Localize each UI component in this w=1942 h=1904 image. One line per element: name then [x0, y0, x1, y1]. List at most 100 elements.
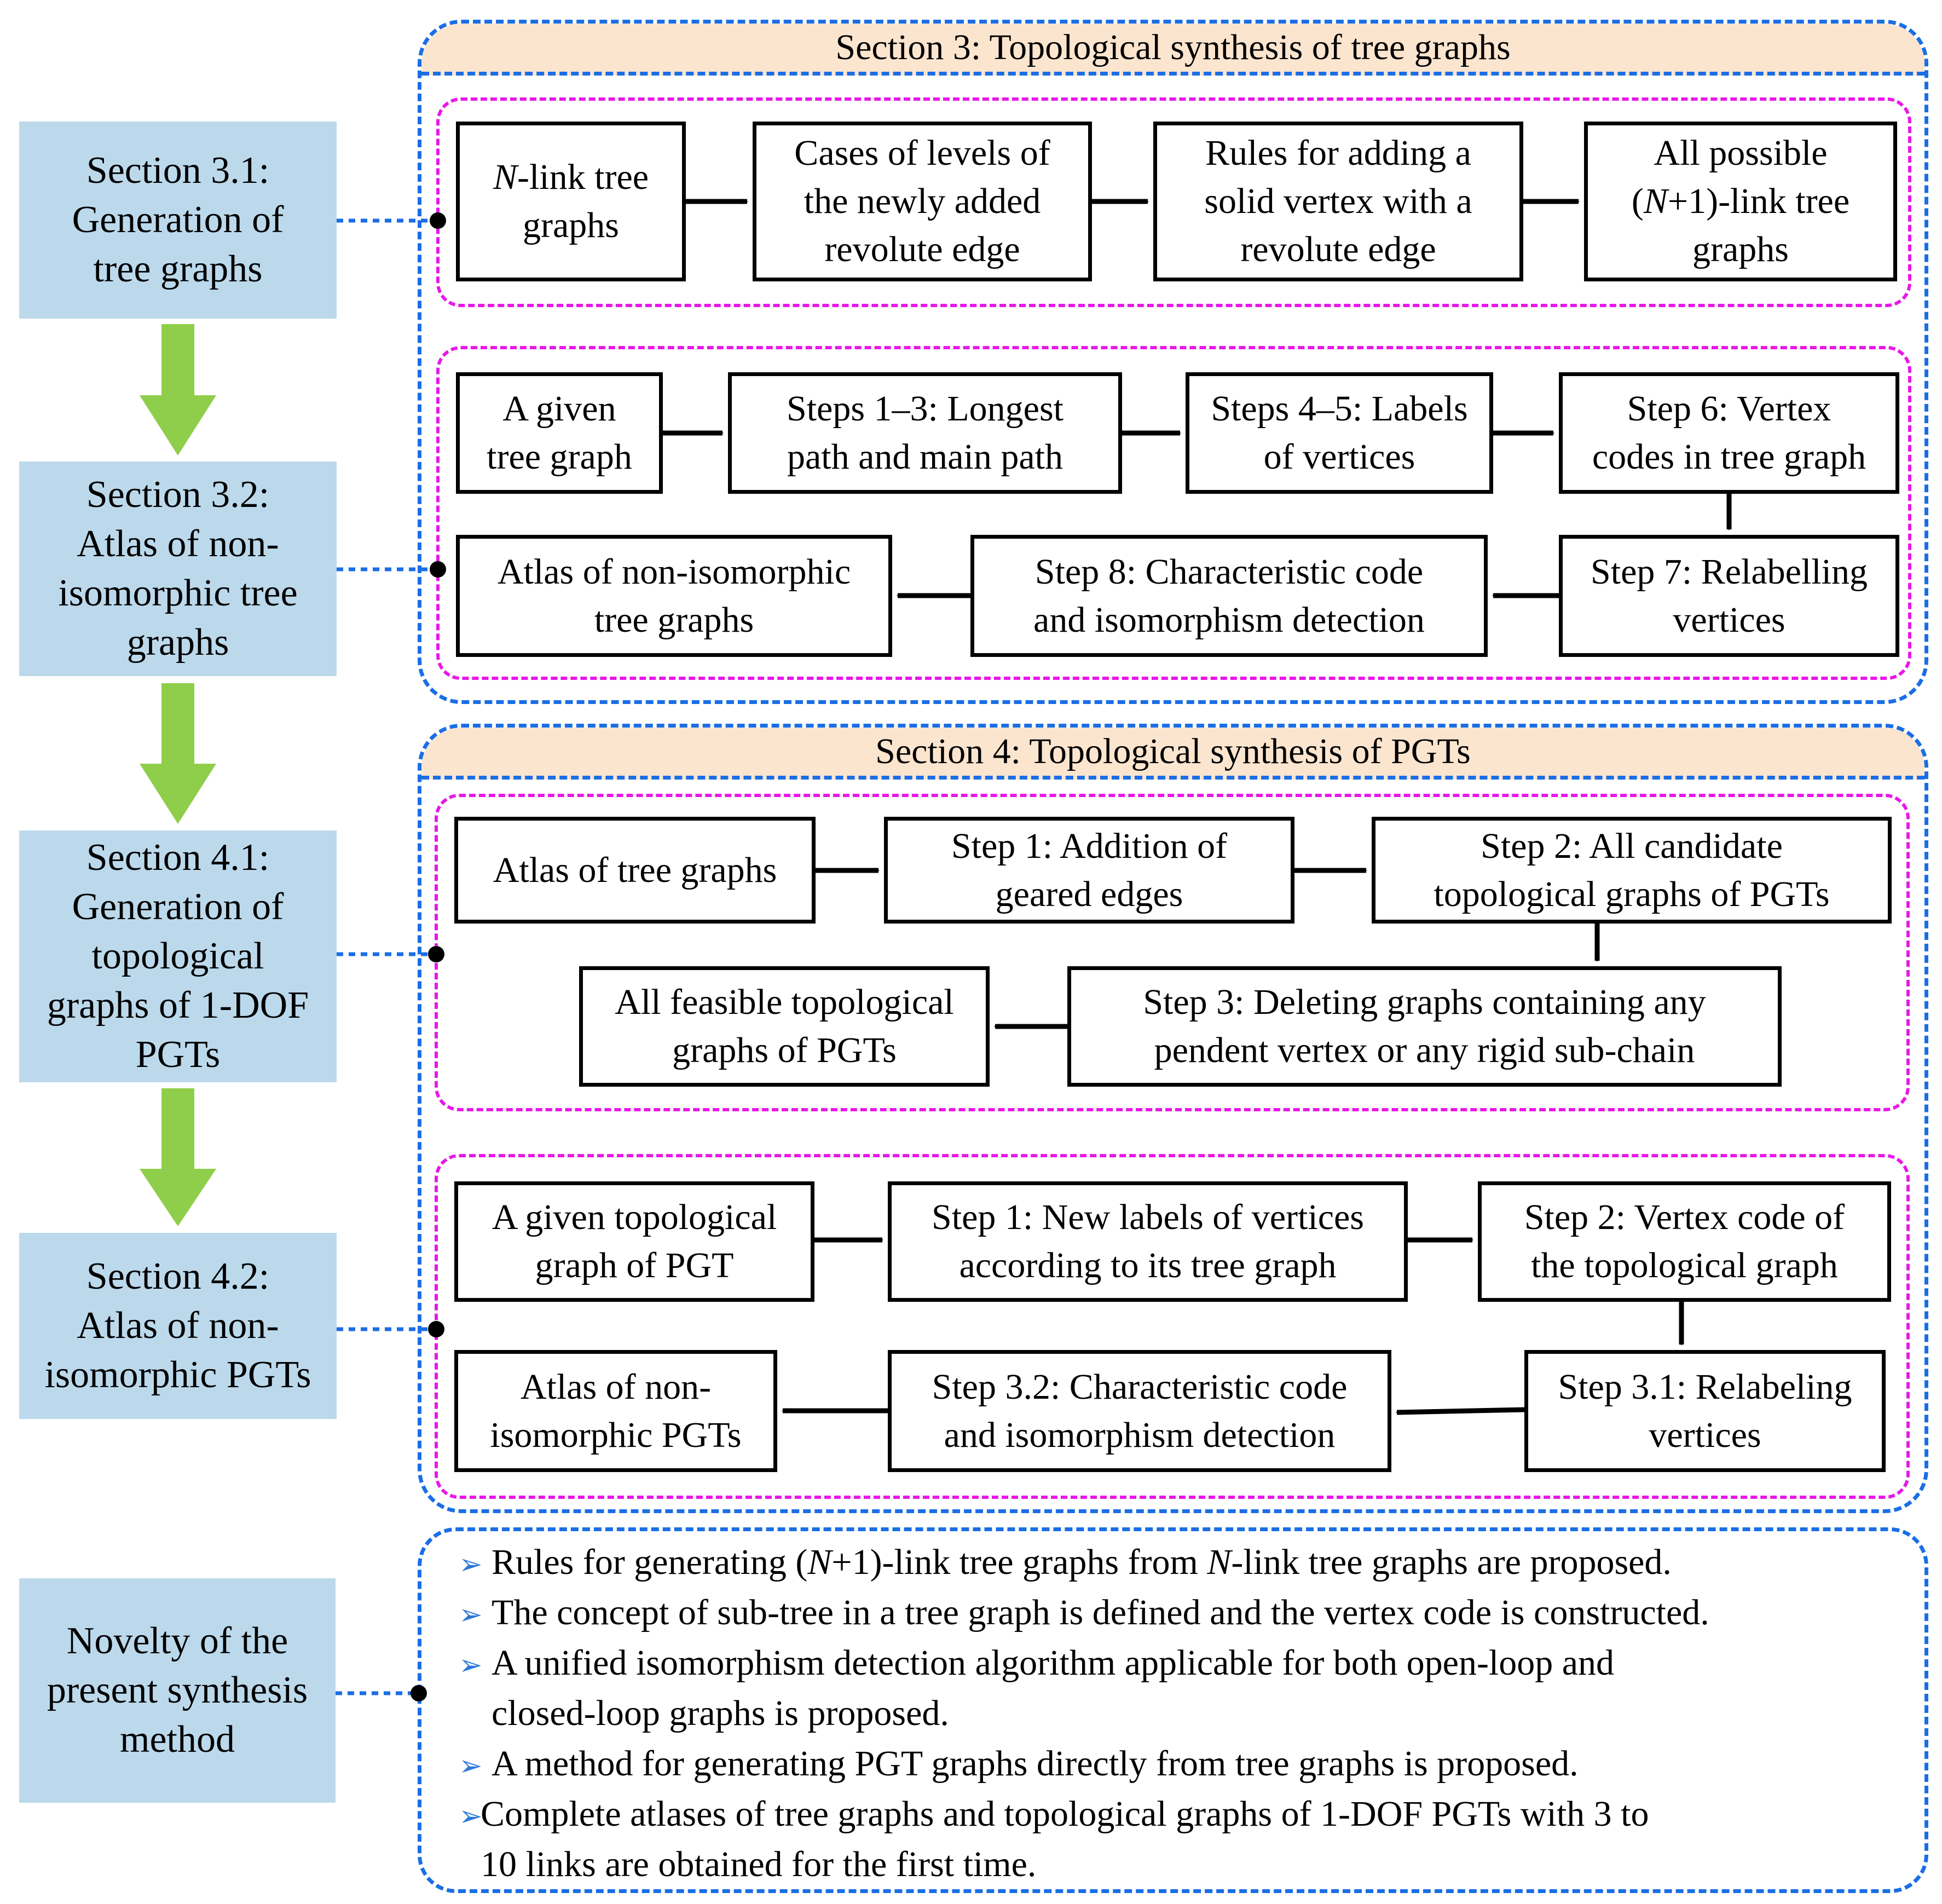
- arrowhead-bullet-icon: ➢: [459, 1599, 483, 1631]
- line: Step 1: Addition of: [951, 826, 1228, 866]
- line: Step 3.2: Characteristic code: [932, 1366, 1348, 1407]
- line: Atlas of non-: [520, 1366, 712, 1407]
- novelty-item-5-cont: 10 links are obtained for the first time…: [481, 1839, 1036, 1890]
- line: and isomorphism detection: [1033, 599, 1425, 640]
- line: Step 6: Vertex: [1627, 389, 1831, 429]
- line: tree graphs: [594, 599, 754, 640]
- line: Section 4.2:: [86, 1255, 270, 1297]
- sidebar-section-3-1: Section 3.1: Generation of tree graphs: [19, 122, 337, 319]
- arrowhead-bullet-icon: ➢: [459, 1649, 483, 1682]
- box-step-2-all-candidate: Step 2: All candidate topological graphs…: [1372, 817, 1892, 924]
- arrow-s4-r4-1: [1396, 1407, 1525, 1415]
- arrowhead-bullet-icon: ➢: [459, 1750, 483, 1782]
- line: method: [120, 1718, 235, 1761]
- line: the newly added: [804, 181, 1041, 221]
- section-4-title-text: Section 4: Topological synthesis of PGTs: [875, 731, 1471, 771]
- line: path and main path: [787, 437, 1064, 477]
- sidebar-section-4-2: Section 4.2: Atlas of non- isomorphic PG…: [19, 1233, 337, 1419]
- line: A given: [502, 389, 616, 429]
- connector-dot: [430, 561, 446, 578]
- connector-dot: [428, 1321, 444, 1337]
- box-all-feasible-topological: All feasible topological graphs of PGTs: [579, 966, 990, 1087]
- novelty-text: closed-loop graphs is proposed.: [492, 1693, 949, 1733]
- line: Step 3.1: Relabeling: [1558, 1366, 1852, 1407]
- line: vertices: [1649, 1415, 1761, 1455]
- line: Step 7: Relabelling: [1591, 551, 1868, 592]
- line: graph of PGT: [535, 1245, 734, 1285]
- line: geared edges: [995, 874, 1183, 914]
- line: vertices: [1673, 599, 1785, 640]
- line: topological graphs of PGTs: [1434, 874, 1830, 914]
- line: according to its tree graph: [959, 1245, 1337, 1285]
- line: Novelty of the: [66, 1620, 288, 1662]
- box-step-1-addition-geared-edges: Step 1: Addition of geared edges: [884, 817, 1294, 924]
- line: codes in tree graph: [1592, 437, 1866, 477]
- box-step-7: Step 7: Relabelling vertices: [1559, 535, 1899, 657]
- line: graphs of PGTs: [672, 1030, 897, 1070]
- novelty-item-5: ➢Complete atlases of tree graphs and top…: [459, 1789, 1649, 1842]
- arrowhead-bullet-icon: ➢: [459, 1548, 483, 1581]
- novelty-text: 10 links are obtained for the first time…: [481, 1844, 1037, 1884]
- line: Generation of: [72, 886, 284, 928]
- box-a-given-topological-graph: A given topological graph of PGT: [454, 1181, 814, 1302]
- box-step-6: Step 6: Vertex codes in tree graph: [1559, 372, 1899, 494]
- box-all-possible-tree-graphs: All possible (N+1)-link tree graphs: [1584, 122, 1897, 281]
- line: topological: [91, 935, 264, 977]
- line: Section 4.1:: [86, 836, 270, 879]
- novelty-item-3-cont: closed-loop graphs is proposed.: [492, 1688, 949, 1739]
- box-cases-of-levels: Cases of levels of the newly added revol…: [753, 122, 1092, 281]
- novelty-text: Complete atlases of tree graphs and topo…: [481, 1794, 1649, 1834]
- box-steps-1-3: Steps 1–3: Longest path and main path: [728, 372, 1122, 494]
- line: Steps 4–5: Labels: [1211, 389, 1468, 429]
- sidebar-novelty: Novelty of the present synthesis method: [19, 1578, 336, 1803]
- line: PGTs: [135, 1034, 221, 1076]
- line: Atlas of non-isomorphic: [497, 551, 851, 592]
- line: isomorphic PGTs: [44, 1354, 311, 1396]
- box-atlas-of-tree-graphs: Atlas of tree graphs: [454, 817, 816, 924]
- box-step-2-vertex-code: Step 2: Vertex code of the topological g…: [1478, 1181, 1891, 1302]
- line: and isomorphism detection: [944, 1415, 1336, 1455]
- box-steps-4-5: Steps 4–5: Labels of vertices: [1186, 372, 1493, 494]
- line: Section 3.1:: [86, 149, 270, 192]
- connector-dot: [428, 946, 444, 962]
- line: revolute edge: [824, 229, 1020, 269]
- line: Atlas of non-: [77, 523, 279, 565]
- novelty-item-3: ➢ A unified isomorphism detection algorit…: [459, 1638, 1614, 1690]
- n-link-suffix: -link tree: [517, 157, 649, 197]
- novelty-item-2: ➢ The concept of sub-tree in a tree graph…: [459, 1588, 1709, 1640]
- line: Step 8: Characteristic code: [1034, 551, 1424, 592]
- line: isomorphic tree: [58, 572, 298, 614]
- connector-dot: [430, 212, 446, 229]
- line: graphs: [126, 621, 229, 663]
- line: isomorphic PGTs: [490, 1415, 742, 1455]
- line: graphs of 1-DOF: [47, 984, 309, 1026]
- line: graphs: [1692, 229, 1789, 269]
- line: Step 3: Deleting graphs containing any: [1143, 982, 1706, 1022]
- line: tree graphs: [93, 248, 263, 290]
- section-4-title: Section 4: Topological synthesis of PGTs: [421, 728, 1924, 780]
- novelty-text: A unified isomorphism detection algorith…: [492, 1643, 1615, 1683]
- novelty-container: [418, 1527, 1928, 1893]
- box-step-1-new-labels: Step 1: New labels of vertices according…: [888, 1181, 1408, 1302]
- section-3-title: Section 3: Topological synthesis of tree…: [421, 24, 1924, 76]
- line: present synthesis: [47, 1669, 308, 1711]
- section-4-container: Section 4: Topological synthesis of PGTs: [418, 724, 1928, 1513]
- line: pendent vertex or any rigid sub-chain: [1154, 1030, 1695, 1070]
- line: solid vertex with a: [1204, 181, 1472, 221]
- line: All possible: [1654, 133, 1828, 173]
- line: All feasible topological: [615, 982, 954, 1022]
- line: Cases of levels of: [794, 133, 1050, 173]
- line: Section 3.2:: [86, 474, 270, 516]
- box-rules-adding-vertex: Rules for adding a solid vertex with a r…: [1153, 122, 1523, 281]
- novelty-text: The concept of sub-tree in a tree graph …: [492, 1593, 1709, 1632]
- line: A given topological: [492, 1197, 777, 1237]
- novelty-item-1: ➢Rules for generating (N+1)-link tree gr…: [459, 1537, 1672, 1590]
- box-step-3-deleting-graphs: Step 3: Deleting graphs containing any p…: [1067, 966, 1782, 1087]
- box-atlas-non-isomorphic-tree: Atlas of non-isomorphic tree graphs: [456, 535, 892, 657]
- novelty-text: A method for generating PGT graphs direc…: [492, 1744, 1579, 1784]
- arrowhead-bullet-icon: ➢: [459, 1800, 483, 1833]
- box-step-3-2: Step 3.2: Characteristic code and isomor…: [888, 1350, 1391, 1472]
- green-down-arrow-2: [140, 683, 216, 824]
- line: revolute edge: [1240, 229, 1436, 269]
